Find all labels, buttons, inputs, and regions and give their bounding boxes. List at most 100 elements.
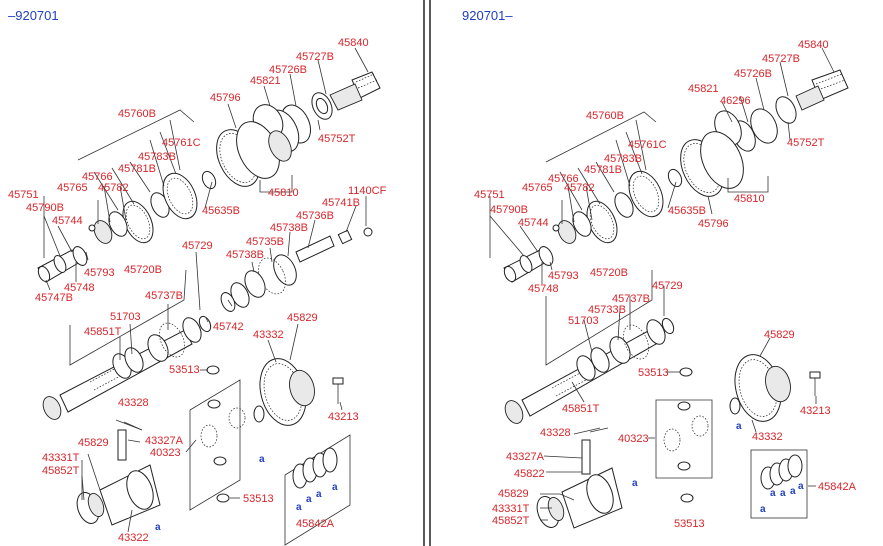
marker-a: a [780, 488, 786, 499]
part-label: 45747B [35, 292, 73, 304]
part-label: 45726B [734, 68, 772, 80]
part-label: 45810 [268, 187, 299, 199]
part-label: 45729 [652, 280, 683, 292]
part-label: 43213 [800, 405, 831, 417]
gear-cluster-45760B [93, 170, 217, 244]
bolt-43213 [809, 371, 821, 396]
part-label: 45822 [514, 468, 545, 480]
marker-a: a [259, 454, 265, 465]
part-label: 45729 [182, 240, 213, 252]
diff-gears-40323 [189, 379, 246, 511]
part-label: 45810 [734, 193, 765, 205]
part-label: 43327A [506, 451, 545, 463]
part-label: 45842A [818, 481, 857, 493]
countershaft-45720B [42, 315, 212, 420]
gear-cluster-45760B [557, 168, 683, 244]
part-label: 45726B [269, 64, 307, 76]
part-label: 45737B [612, 293, 650, 305]
leader-lines-left [43, 47, 369, 533]
part-label: 46296 [720, 95, 751, 107]
marker-a: a [790, 486, 796, 497]
part-label: 45720B [590, 267, 628, 279]
input-shaft-45751 [503, 224, 560, 283]
shim-set-45842A [284, 434, 351, 546]
part-label: 45851T [84, 326, 122, 338]
part-label: 45829 [498, 488, 529, 500]
part-label: 45738B [226, 249, 264, 261]
part-label: 45793 [84, 267, 115, 279]
part-label: 45635B [668, 205, 706, 217]
part-label: 43332 [253, 329, 284, 341]
ring-gear-43332 [679, 354, 791, 422]
idler-shaft-45741B [220, 227, 373, 312]
marker-a: a [632, 478, 638, 489]
part-label: 45761C [162, 137, 201, 149]
marker-a: a [798, 481, 804, 492]
part-label: 45741B [322, 197, 360, 209]
part-label: 45840 [798, 39, 829, 51]
part-label: 45751 [474, 189, 505, 201]
part-label: 45727B [296, 51, 334, 63]
input-shaft-45751 [37, 224, 96, 283]
part-label: 45752T [318, 133, 356, 145]
part-label: 51703 [110, 311, 141, 323]
right-panel: 920701– [462, 8, 857, 530]
part-label: 45744 [52, 215, 83, 227]
part-label: 45735B [246, 236, 284, 248]
part-label: 40323 [150, 447, 181, 459]
left-panel: –920701 [8, 8, 387, 546]
part-label: 45720B [124, 264, 162, 276]
part-label: 45766 [82, 171, 113, 183]
part-label: 45761C [628, 139, 667, 151]
part-label: 45783B [604, 153, 642, 165]
part-label: 45796 [698, 218, 729, 230]
part-label: 45782 [98, 182, 129, 194]
marker-a: a [332, 482, 338, 493]
ring-gear-45796 [216, 121, 292, 187]
marker-a: a [736, 421, 742, 432]
part-label: 45796 [210, 92, 241, 104]
part-label: 45766 [548, 173, 579, 185]
marker-a: a [770, 488, 776, 499]
part-label: 45852T [42, 465, 80, 477]
marker-a: a [316, 489, 322, 500]
diff-case-45829 [76, 421, 161, 526]
marker-a: a [296, 502, 302, 513]
part-label: 45790B [26, 202, 64, 214]
part-label: 51703 [568, 315, 599, 327]
bolt-43213 [332, 377, 344, 404]
part-label: 45748 [64, 282, 95, 294]
part-label: 45742 [213, 321, 244, 333]
diff-case-45829 [536, 427, 623, 529]
serial-range-right: 920701– [462, 8, 513, 23]
part-label: 45821 [250, 75, 281, 87]
part-label: 45852T [492, 515, 530, 527]
part-label: 45737B [145, 290, 183, 302]
part-label: 45851T [562, 403, 600, 415]
part-label: 45765 [57, 182, 88, 194]
part-label: 45821 [688, 83, 719, 95]
part-label: 45748 [528, 283, 559, 295]
marker-a: a [306, 494, 312, 505]
part-label: 45840 [338, 37, 369, 49]
part-label: 43332 [752, 431, 783, 443]
part-label: 43213 [328, 411, 359, 423]
countershaft-45720B [504, 317, 675, 424]
diff-gears-40323 [655, 399, 713, 503]
part-label: 43331T [42, 452, 80, 464]
part-label: 45783B [138, 151, 176, 163]
part-label: 45744 [518, 217, 549, 229]
ring-gear-43332 [206, 358, 315, 426]
part-label: 45635B [202, 205, 240, 217]
part-label: 45752T [787, 137, 825, 149]
part-label: 53513 [243, 493, 274, 505]
part-label: 45765 [522, 182, 553, 194]
part-label: 45790B [490, 204, 528, 216]
part-label: 43322 [118, 532, 149, 544]
part-label: 45842A [296, 518, 335, 530]
part-label: 45781B [584, 164, 622, 176]
part-label: 45829 [78, 437, 109, 449]
part-label: 53513 [674, 518, 705, 530]
part-label: 45829 [764, 329, 795, 341]
